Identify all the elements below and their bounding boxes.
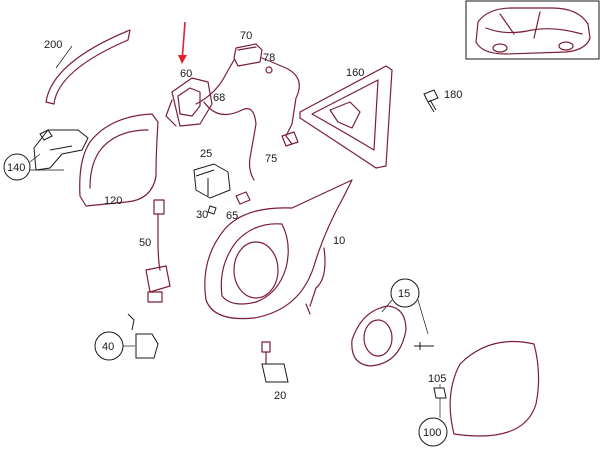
- part-120: 120: [79, 113, 159, 207]
- part-15: 15: [351, 278, 434, 367]
- label-10: 10: [333, 235, 345, 247]
- label-25: 25: [200, 148, 212, 160]
- part-75: 75: [265, 131, 299, 165]
- part-20: 20: [261, 341, 289, 402]
- label-50: 50: [139, 237, 151, 249]
- label-68: 68: [213, 92, 225, 104]
- label-78: 78: [263, 52, 275, 64]
- label-75: 75: [265, 153, 277, 165]
- part-60: 60: [165, 21, 213, 127]
- part-70: 70 78 68: [195, 30, 300, 181]
- part-180: 180: [423, 89, 462, 113]
- part-40: 40: [94, 313, 159, 361]
- label-200: 200: [44, 39, 62, 51]
- label-120: 120: [104, 195, 122, 207]
- part-10: 10: [204, 179, 353, 320]
- part-25: 25: [193, 148, 231, 199]
- car-locator-inset: [465, 0, 600, 60]
- label-160: 160: [346, 67, 364, 79]
- label-15: 15: [398, 288, 410, 300]
- part-30-65: 30 65: [196, 191, 251, 222]
- part-200: 200: [44, 29, 131, 105]
- label-180: 180: [444, 89, 462, 101]
- part-160: 160: [299, 65, 393, 169]
- part-50: 50: [139, 199, 171, 303]
- label-65: 65: [226, 210, 238, 222]
- label-20: 20: [274, 390, 286, 402]
- label-40: 40: [102, 341, 114, 353]
- label-30: 30: [196, 209, 208, 221]
- label-105: 105: [428, 373, 446, 385]
- label-100: 100: [423, 427, 441, 439]
- label-70: 70: [240, 30, 252, 42]
- part-140: 140: [3, 129, 89, 181]
- part-100-105: 105 100: [418, 340, 540, 447]
- label-140: 140: [7, 162, 25, 174]
- car-topview-icon: [475, 7, 591, 55]
- label-60: 60: [180, 68, 192, 80]
